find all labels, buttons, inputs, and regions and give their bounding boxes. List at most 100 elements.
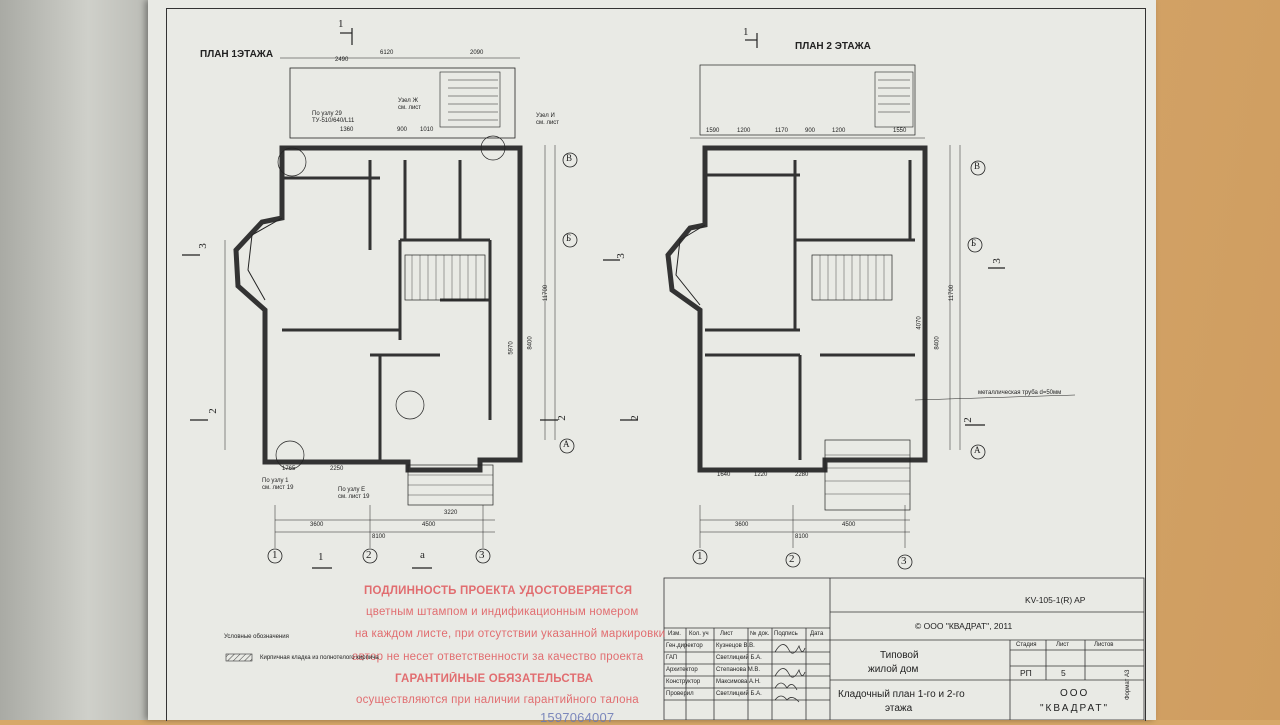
section-mark-label: 2	[555, 415, 568, 421]
node-note: ТУ-510/640/L11	[312, 118, 355, 124]
axis-2-label: 2	[789, 553, 795, 565]
dim-label: 8400	[527, 336, 534, 350]
dim-label: 4500	[422, 522, 436, 528]
section-mark-label: 2	[628, 415, 641, 421]
drawing-code: KV-105-1(R) AP	[1025, 595, 1086, 605]
col-header: Кол. уч	[689, 631, 709, 637]
section-mark-label: 3	[196, 243, 209, 249]
drawing-sheet	[148, 0, 1156, 720]
role: Ген.директор	[666, 643, 703, 649]
company-name-2: "КВАДРАТ"	[1040, 703, 1110, 714]
dim-label: 6120	[380, 50, 394, 56]
signatures	[774, 644, 806, 703]
dim-label: 2250	[330, 466, 344, 472]
col-header: № док.	[750, 631, 770, 637]
axis-a-label: А	[974, 445, 981, 455]
dim-label: 11700	[949, 284, 956, 302]
floor1-plan	[182, 28, 578, 569]
dim-label: 1170	[775, 128, 788, 134]
floor1-title: ПЛАН 1ЭТАЖА	[200, 49, 274, 60]
dim-label: 2490	[335, 57, 349, 63]
dim-label: 4070	[916, 316, 923, 330]
project-name: Типовой	[880, 650, 919, 661]
person-name: Максимова А.Н.	[716, 679, 761, 685]
dim-label: 11700	[543, 284, 550, 302]
left-page-edge	[0, 0, 160, 720]
floor2-plan	[603, 33, 1076, 570]
axis-1-label: 1	[697, 550, 703, 562]
section-mark-label: 1	[743, 26, 749, 38]
person-name: Степанова М.В.	[716, 667, 761, 673]
stamp-line: автор не несет ответственности за качест…	[352, 651, 644, 663]
dim-label: 1360	[340, 127, 354, 133]
copyright: © ООО "КВАДРАТ", 2011	[915, 621, 1013, 631]
node-note: см. лист 19	[338, 494, 370, 500]
sheet-title: Кладочный план 1-го и 2-го	[838, 689, 965, 700]
section-mark-label: а	[420, 549, 425, 561]
sheets-header: Листов	[1094, 642, 1114, 648]
axis-b-label: Б	[566, 233, 572, 243]
sheet-header: Лист	[1056, 642, 1070, 648]
role: Конструктор	[666, 679, 701, 685]
stamp-number: 1597064007	[540, 710, 615, 725]
stage-value: РП	[1020, 668, 1032, 678]
stamp-line: ПОДЛИННОСТЬ ПРОЕКТА УДОСТОВЕРЯЕТСЯ	[364, 585, 633, 597]
axis-v-label: В	[566, 153, 573, 163]
axis-2-label: 2	[366, 549, 372, 561]
axis-a-label: А	[563, 439, 570, 449]
stamp-line: осуществляются при наличии гарантийного …	[356, 694, 639, 706]
axis-1-label: 1	[272, 549, 278, 561]
legend-title: Условные обозначения	[224, 634, 289, 640]
node-note: По узлу 1	[262, 478, 289, 484]
format-label: Формат А3	[1125, 669, 1131, 700]
company-name: ООО	[1060, 688, 1090, 699]
dim-label: 1640	[717, 472, 731, 478]
section-mark-label: 3	[614, 253, 627, 259]
dim-label: 1550	[893, 128, 907, 134]
person-name: Светлицкий Б.А.	[716, 691, 762, 697]
node-note: По узлу 29	[312, 111, 342, 117]
section-mark-label: 3	[990, 258, 1003, 264]
legend-hatch-swatch	[225, 653, 253, 662]
drawing-frame	[166, 8, 1146, 721]
section-mark-label: 1	[318, 551, 324, 563]
dim-label: 900	[397, 127, 408, 133]
col-header: Подпись	[774, 631, 798, 637]
role: ГАП	[666, 655, 678, 661]
dim-label: 8100	[372, 534, 386, 540]
dim-label: 1200	[832, 128, 846, 134]
sheet-value: 5	[1061, 668, 1066, 678]
stamp-line: ГАРАНТИЙНЫЕ ОБЯЗАТЕЛЬСТВА	[395, 673, 594, 685]
dim-label: 2090	[470, 50, 484, 56]
person-name: Кузнецов В.В.	[716, 643, 755, 649]
axis-v-label: В	[974, 161, 981, 171]
project-name-2: жилой дом	[868, 664, 919, 675]
floor2-title: ПЛАН 2 ЭТАЖА	[795, 41, 871, 52]
dim-label: 1010	[420, 127, 434, 133]
axis-3-label: 3	[479, 549, 485, 561]
legend-item: Кирпичная кладка из полнотелого кирпича	[260, 655, 379, 661]
dim-label: 3220	[444, 510, 458, 516]
axis-3-label: 3	[901, 555, 907, 567]
node-note: Узел Ж	[398, 98, 419, 104]
node-note: Узел И	[536, 113, 555, 119]
node-note: см. лист	[536, 120, 560, 126]
dim-label: 1200	[737, 128, 751, 134]
section-mark-label: 1	[338, 18, 344, 30]
node-note: По узлу Е	[338, 487, 366, 493]
title-block-grid	[663, 577, 1145, 720]
section-mark-label: 2	[206, 408, 219, 414]
stamp-line: цветным штампом и индификационным номеро…	[366, 606, 639, 618]
node-note: см. лист	[398, 105, 422, 111]
dim-label: 1590	[706, 128, 720, 134]
dim-label: 3600	[735, 522, 749, 528]
role: Проверил	[666, 691, 694, 697]
dim-label: 3600	[310, 522, 324, 528]
sheet-title-2: этажа	[885, 703, 913, 714]
axis-b-label: Б	[971, 238, 977, 248]
dim-label: 1765	[282, 466, 296, 472]
dim-label: 1220	[754, 472, 768, 478]
person-name: Светлицкий Б.А.	[716, 655, 762, 661]
dim-label: 8100	[795, 534, 809, 540]
pipe-note: металлическая труба d=50мм	[978, 390, 1062, 396]
